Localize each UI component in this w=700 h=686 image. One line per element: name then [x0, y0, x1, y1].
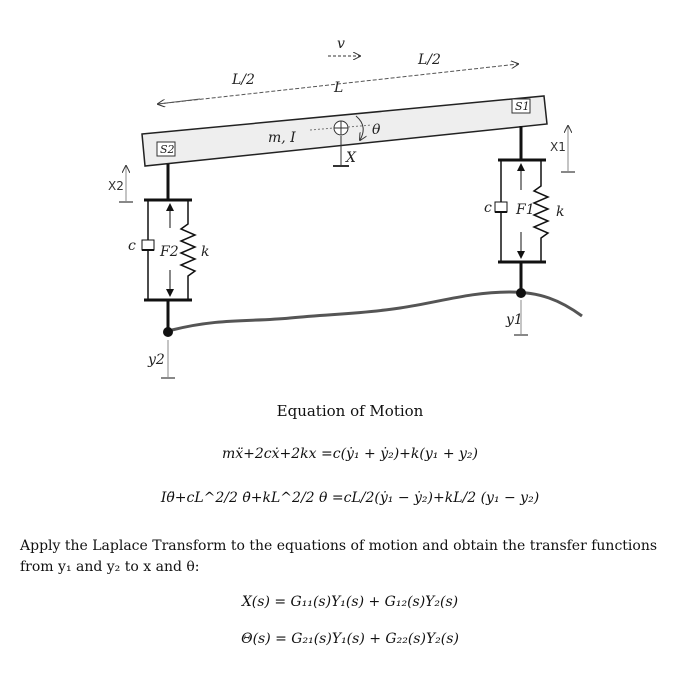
force-left-label: F2: [159, 244, 179, 260]
equation-translation: mẍ+2cẋ+2kx =c(ẏ₁ + ẏ₂)+k(y₁ + y₂): [222, 446, 478, 462]
spring-right-icon: [532, 160, 550, 262]
half-length-left-label: L/2: [231, 72, 255, 88]
left-suspension: [141, 164, 197, 379]
x1-label: X1: [550, 140, 566, 154]
spring-left-label: k: [201, 244, 209, 260]
spring-left-icon: [179, 200, 197, 300]
seat-1-box: [511, 98, 531, 114]
y1-label: y1: [505, 312, 523, 328]
damper-left-icon: [141, 239, 155, 251]
damper-right-icon: [494, 201, 508, 213]
force-right-label: F1: [515, 202, 535, 218]
damper-right-label: c: [484, 200, 492, 216]
theta-label: θ: [372, 122, 381, 138]
spring-right-label: k: [556, 204, 564, 220]
seat-2-box: [156, 141, 176, 157]
transfer-function-theta: Θ(s) = G₂₁(s)Y₁(s) + G₂₂(s)Y₂(s): [241, 631, 459, 647]
length-dimension-arrow-left: [158, 98, 201, 104]
x2-label: X2: [108, 179, 124, 193]
equation-rotation: Iθ̈+cL^2/2 θ̇+kL^2/2 θ =cL/2(ẏ₁ − ẏ₂)+kL…: [160, 490, 540, 506]
mass-inertia-label: m, I: [268, 130, 296, 146]
task-prompt: Apply the Laplace Transform to the equat…: [20, 538, 658, 575]
x-label: X: [345, 150, 357, 166]
damper-left-label: c: [128, 238, 136, 254]
transfer-function-x: X(s) = G₁₁(s)Y₁(s) + G₁₂(s)Y₂(s): [241, 594, 459, 610]
section-heading: Equation of Motion: [276, 402, 424, 420]
seat-2-label: S2: [160, 143, 175, 156]
right-suspension: [494, 126, 550, 336]
y2-label: y2: [147, 352, 165, 368]
half-length-right-label: L/2: [417, 52, 441, 68]
length-label: L: [333, 80, 343, 96]
velocity-label: v: [337, 36, 345, 52]
seat-1-label: S1: [515, 100, 530, 113]
vehicle-suspension-diagram: v L/2 L/2 L m, I θ X S1 S2 X1 X2: [108, 36, 583, 379]
rotation-arrow-icon: [355, 115, 363, 140]
length-dimension-line: [157, 64, 518, 105]
